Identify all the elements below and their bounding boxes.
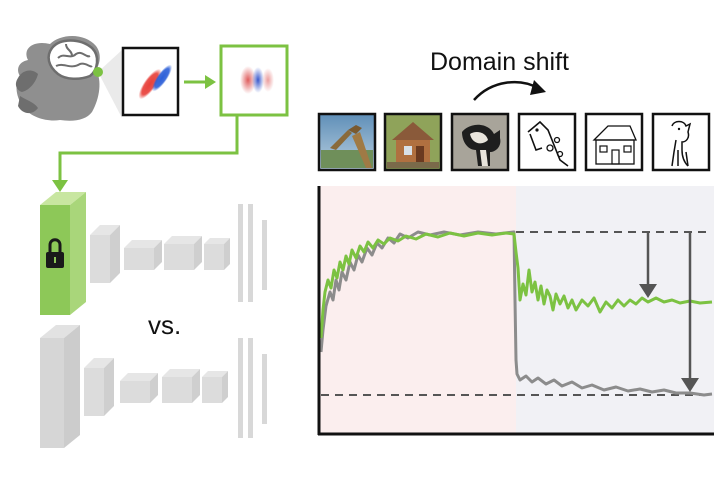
domain-giraffe-sketch xyxy=(517,112,577,172)
gap-arrow-baseline xyxy=(681,232,699,392)
recording-cone xyxy=(98,50,122,118)
gap-arrow-neural xyxy=(639,232,657,298)
filter-to-layer-connector xyxy=(52,116,239,192)
domain-shift-label: Domain shift xyxy=(430,48,569,76)
domain-dog-photo xyxy=(450,112,510,172)
cnn-neural-model xyxy=(40,192,267,315)
test-region xyxy=(516,186,714,434)
neural-filter-box xyxy=(219,44,289,117)
domain-house-sketch xyxy=(584,112,644,172)
lock-icon xyxy=(46,238,64,268)
performance-chart xyxy=(317,186,714,436)
cnn-baseline-model xyxy=(40,325,267,448)
versus-label: vs. xyxy=(148,310,182,340)
domain-cabin-photo xyxy=(383,112,443,172)
domain-giraffe-photo xyxy=(317,112,377,172)
stimulus-box xyxy=(121,46,180,117)
domain-shift-arrow xyxy=(473,80,546,101)
stimulus-to-filter-arrow xyxy=(184,75,216,89)
training-region xyxy=(319,186,516,434)
electrode-dot xyxy=(93,67,103,77)
domain-dog-sketch xyxy=(651,112,711,172)
neural-model-curve xyxy=(319,231,713,339)
monkey-head-icon xyxy=(15,36,100,121)
